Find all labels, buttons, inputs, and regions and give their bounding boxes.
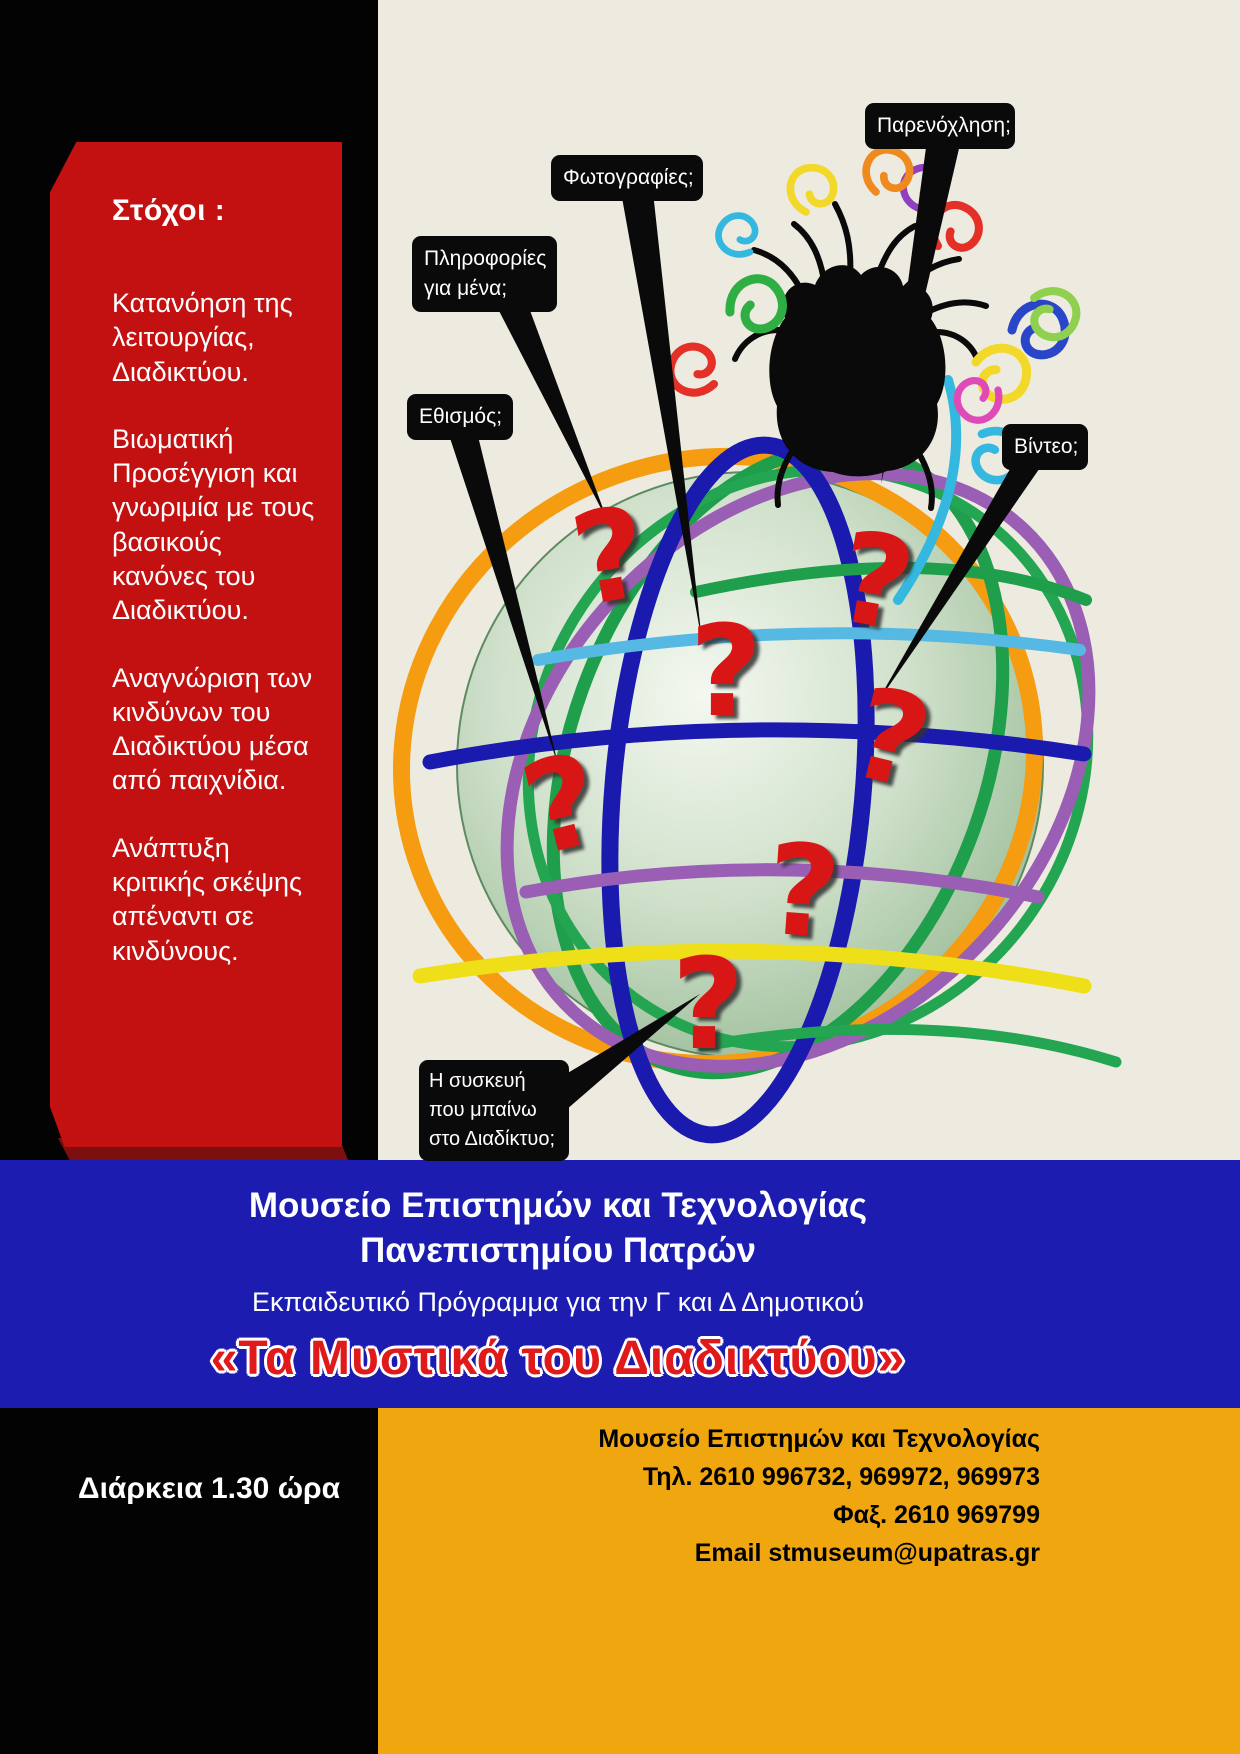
goal-item: Αναγνώριση των κινδύνων του Διαδικτύου μ… [112, 662, 313, 796]
goal-item: Κατανόηση της λειτουργίας, Διαδικτύου. [112, 288, 293, 387]
pointer-harassment [881, 140, 961, 484]
poster-title: «Τα Μυστικά του Διαδικτύου» [210, 1331, 906, 1385]
museum-name-line1: Μουσείο Επιστημών και Τεχνολογίας [248, 1186, 868, 1225]
goals-panel: Στόχοι : Κατανόηση της λειτουργίας, Διαδ… [50, 142, 342, 1147]
question-mark: ? [671, 931, 744, 1078]
museum-name-line2: Πανεπιστημίου Πατρών [359, 1230, 757, 1270]
contact-block: Μουσείο Επιστημών και Τεχνολογίας Τηλ. 2… [378, 1408, 1240, 1754]
globe-svg: ? ? ? ? ? ? ? [392, 140, 1122, 1144]
duration-text: Διάρκεια 1.30 ώρα [78, 1472, 341, 1505]
contact-tel: Τηλ. 2610 996732, 969972, 969973 [642, 1463, 1040, 1491]
contact-fax: Φαξ. 2610 969799 [833, 1501, 1040, 1529]
contact-email: Email stmuseum@upatras.gr [694, 1539, 1040, 1567]
contact-name: Μουσείο Επιστημών και Τεχνολογίας [598, 1425, 1040, 1453]
pointer-video [875, 462, 1044, 706]
callout-photos: Φωτογραφίες; [551, 155, 703, 201]
callout-harassment-label: Παρενόχληση; [877, 114, 1011, 137]
callout-addiction: Εθισμός; [407, 394, 513, 440]
callout-video: Βίντεο; [1002, 424, 1088, 470]
question-marks: ? ? ? ? ? ? ? [509, 478, 944, 1078]
goals-title: Στόχοι : [112, 194, 226, 227]
blue-band-content: Μουσείο Επιστημών και Τεχνολογίας Πανεπι… [0, 1160, 1116, 1386]
callout-photos-label: Φωτογραφίες; [563, 166, 694, 189]
pointer-info [496, 305, 608, 522]
callout-info-about-me: Πληροφορίες για μένα; [412, 236, 557, 312]
callout-device-label: Η συσκευή που μπαίνω στο Διαδίκτυο; [429, 1070, 555, 1150]
pointer-addiction [448, 432, 559, 768]
pointer-device [566, 994, 700, 1110]
question-mark: ? [689, 598, 762, 745]
program-description: Εκπαιδευτικό Πρόγραμμα για την Γ και Δ Δ… [252, 1286, 864, 1317]
callout-device: Η συσκευή που μπαίνω στο Διαδίκτυο; [419, 1060, 569, 1161]
callout-addiction-label: Εθισμός; [419, 405, 503, 428]
pointer-photos [621, 192, 702, 642]
blue-band: Μουσείο Επιστημών και Τεχνολογίας Πανεπι… [0, 1160, 1240, 1408]
goal-item: Ανάπτυξη κριτικής σκέψης απέναντι σε κιν… [112, 832, 303, 966]
goal-item: Βιωματική Προσέγγιση και γνωριμία με του… [112, 423, 315, 626]
callout-pointers [448, 140, 1044, 1110]
callout-video-label: Βίντεο; [1014, 435, 1079, 458]
callout-info-label: Πληροφορίες για μένα; [424, 247, 547, 300]
question-mark: ? [762, 816, 845, 968]
callout-harassment: Παρενόχληση; [865, 103, 1015, 149]
globe-illustration: ? ? ? ? ? ? ? Παρενόχληση; Φωτογραφίες; … [378, 0, 1240, 1161]
